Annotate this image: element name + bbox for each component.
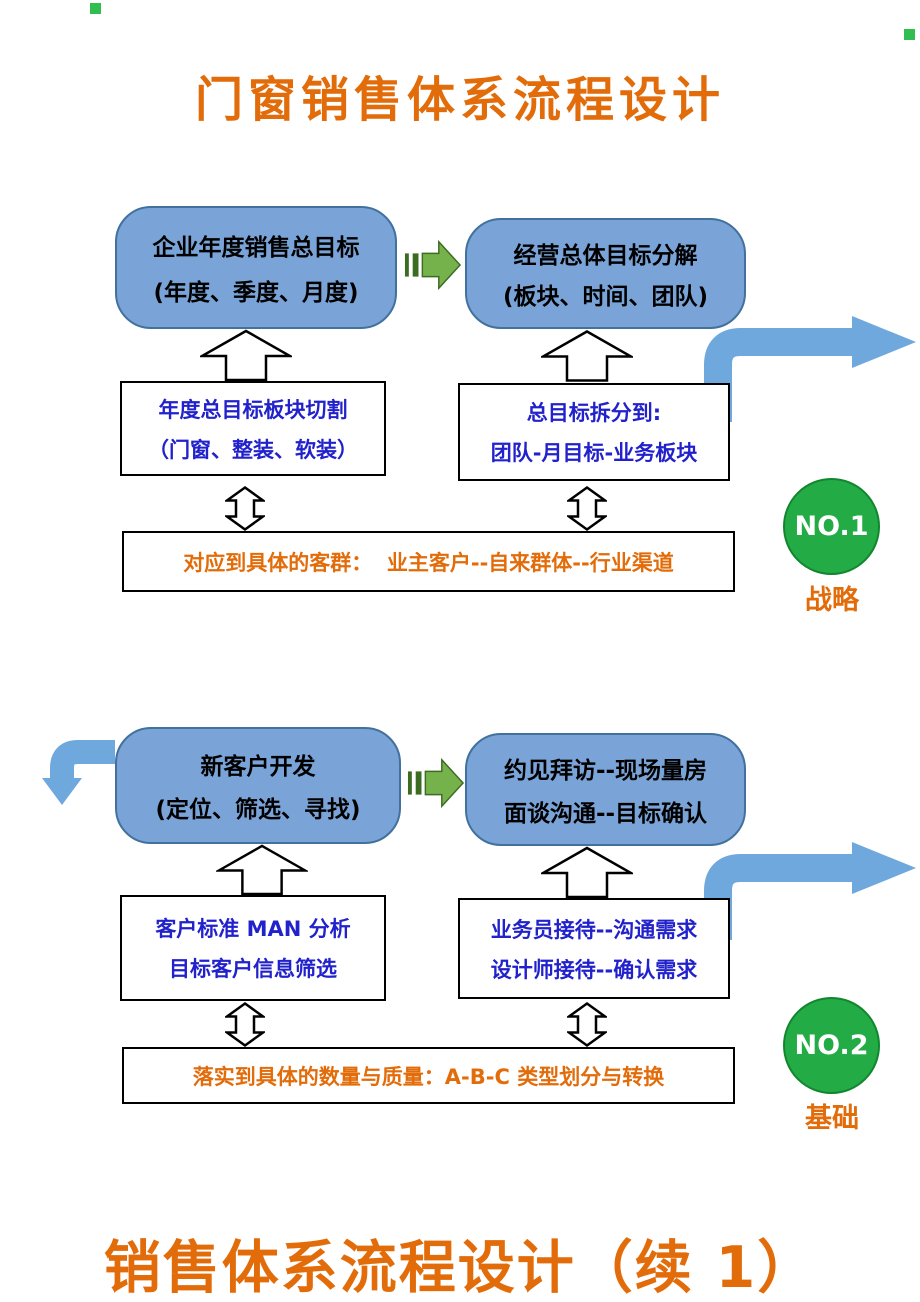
no2-badge-caption: 基础 bbox=[805, 1103, 859, 1134]
double-vertical-arrow-icon bbox=[567, 485, 607, 532]
flow-box-line: 新客户开发 bbox=[200, 753, 316, 780]
flow-box-line: (板块、时间、团队) bbox=[502, 284, 709, 311]
striped-right-arrow-icon bbox=[407, 757, 465, 809]
curved-left-down-arrow-icon bbox=[42, 740, 115, 805]
double-vertical-arrow-icon bbox=[225, 485, 265, 532]
up-block-arrow-icon bbox=[200, 329, 292, 382]
summary-box-customer-groups: 对应到具体的客群： 业主客户--自来群体--行业渠道 bbox=[122, 531, 735, 592]
up-block-arrow-icon bbox=[541, 846, 633, 899]
summary-box-quantity-quality: 落实到具体的数量与质量：A-B-C 类型划分与转换 bbox=[122, 1047, 735, 1104]
note-line: 客户标准 MAN 分析 bbox=[155, 917, 351, 941]
flow-box-goal-breakdown: 经营总体目标分解 (板块、时间、团队) bbox=[465, 218, 746, 329]
up-block-arrow-icon bbox=[541, 330, 633, 382]
note-line: （门窗、整装、软装） bbox=[148, 437, 358, 462]
no2-badge: NO.2 bbox=[783, 997, 880, 1094]
note-box-annual-split: 年度总目标板块切割 （门窗、整装、软装） bbox=[120, 381, 386, 476]
flow-box-line: 企业年度销售总目标 bbox=[152, 234, 360, 261]
note-box-reception: 业务员接待--沟通需求 设计师接待--确认需求 bbox=[458, 898, 730, 999]
flow-box-line: 面谈沟通--目标确认 bbox=[503, 800, 708, 827]
no1-badge-caption: 战略 bbox=[805, 585, 859, 616]
up-block-arrow-icon bbox=[216, 844, 308, 896]
note-line: 目标客户信息筛选 bbox=[169, 957, 337, 981]
note-line: 团队-月目标-业务板块 bbox=[490, 441, 698, 465]
note-line: 总目标拆分到: bbox=[526, 401, 662, 425]
no1-badge: NO.1 bbox=[783, 478, 880, 575]
note-line: 设计师接待--确认需求 bbox=[490, 957, 698, 982]
note-line: 年度总目标板块切割 bbox=[158, 397, 348, 422]
double-vertical-arrow-icon bbox=[567, 1001, 607, 1048]
flow-box-new-customer-dev: 新客户开发 (定位、筛选、寻找) bbox=[115, 727, 401, 844]
note-box-goal-split: 总目标拆分到: 团队-月目标-业务板块 bbox=[458, 383, 730, 481]
corner-mark bbox=[90, 3, 101, 14]
double-vertical-arrow-icon bbox=[225, 1001, 265, 1048]
flow-box-line: 经营总体目标分解 bbox=[513, 242, 698, 269]
flow-box-annual-sales-target: 企业年度销售总目标 (年度、季度、月度) bbox=[115, 206, 397, 329]
corner-mark bbox=[904, 29, 915, 40]
flow-box-line: (年度、季度、月度) bbox=[153, 280, 359, 307]
page-title: 门窗销售体系流程设计 bbox=[194, 72, 725, 128]
striped-right-arrow-icon bbox=[404, 239, 462, 291]
flow-box-visit-and-confirm: 约见拜访--现场量房 面谈沟通--目标确认 bbox=[465, 733, 746, 846]
curved-right-arrow-icon bbox=[704, 842, 916, 940]
footer-title: 销售体系流程设计（续 1） bbox=[103, 1235, 817, 1301]
curved-right-arrow-icon bbox=[704, 316, 916, 422]
badge-label: NO.1 bbox=[794, 511, 869, 542]
flow-box-line: (定位、筛选、寻找) bbox=[155, 797, 361, 824]
note-line: 业务员接待--沟通需求 bbox=[490, 917, 698, 942]
badge-label: NO.2 bbox=[794, 1030, 869, 1061]
summary-text: 落实到具体的数量与质量：A-B-C 类型划分与转换 bbox=[192, 1064, 665, 1089]
note-box-man-analysis: 客户标准 MAN 分析 目标客户信息筛选 bbox=[120, 895, 386, 1001]
summary-text: 对应到具体的客群： 业主客户--自来群体--行业渠道 bbox=[183, 550, 674, 575]
flow-box-line: 约见拜访--现场量房 bbox=[503, 758, 708, 785]
